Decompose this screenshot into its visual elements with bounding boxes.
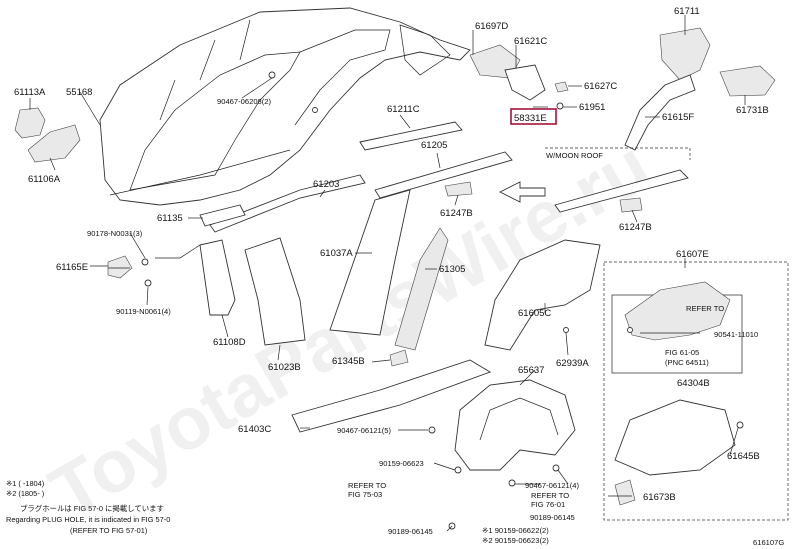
callout-61627c[interactable]: 61627C — [584, 81, 617, 92]
reinforcement-61106a — [27, 124, 81, 163]
direction-arrow — [498, 181, 546, 203]
clip-61627c — [554, 81, 569, 93]
callout-61023b[interactable]: 61023B — [268, 362, 301, 373]
part-61673b — [614, 479, 636, 506]
ref-fig75-line2[interactable]: FIG 75-03 — [348, 490, 382, 499]
ref-fig61-05-line3: (PNC 64511) — [665, 358, 709, 367]
part-61645b-panel — [614, 399, 736, 476]
callout-61247b-2[interactable]: 61247B — [619, 222, 652, 233]
note-line-4: Regarding PLUG HOLE, it is indicated in … — [6, 515, 170, 524]
label-moonroof: W/MOON ROOF — [546, 151, 603, 160]
ref-fig76-line1[interactable]: REFER TO — [531, 491, 569, 500]
callout-90178-n0031[interactable]: 90178-N0031(3) — [87, 229, 143, 238]
callout-61697d[interactable]: 61697D — [475, 21, 508, 32]
leader-lines — [29, 15, 746, 532]
callout-90159-06623[interactable]: 90159-06623 — [379, 459, 424, 468]
bolt-90119 — [144, 279, 152, 287]
inset-box-61607e — [603, 261, 789, 521]
pillar-61023b — [244, 237, 306, 346]
note-line-3: プラグホールは FIG 57-0 に掲載しています — [20, 504, 164, 513]
callout-61605c[interactable]: 61605C — [518, 308, 551, 319]
nut-90467-a — [428, 426, 436, 434]
callout-61106a[interactable]: 61106A — [28, 174, 61, 185]
moonroof-rail — [554, 169, 689, 213]
pillar-61108d — [199, 239, 236, 316]
bolt-90159-a — [454, 466, 462, 474]
callout-61403c[interactable]: 61403C — [238, 424, 271, 435]
pillar-61615f — [624, 74, 696, 151]
part-64304b — [624, 281, 731, 341]
bracket-61247b-2 — [619, 197, 643, 213]
callout-90119-n0061[interactable]: 90119-N0061(4) — [116, 307, 171, 316]
note-line-1: ※1 ( -1804) — [6, 479, 44, 488]
callout-61203[interactable]: 61203 — [313, 179, 339, 190]
bolt-90541 — [627, 327, 633, 333]
pillar-61305 — [394, 227, 449, 351]
callout-55168[interactable]: 55168 — [66, 87, 92, 98]
callout-58331e[interactable]: 58331E — [514, 113, 547, 124]
callout-62939a[interactable]: 62939A — [556, 358, 589, 369]
callout-61615f[interactable]: 61615F — [662, 112, 694, 123]
callout-90467-06121-4[interactable]: 90467-06121(4) — [525, 481, 580, 490]
clip-90189-b — [552, 464, 560, 472]
note-line-2: ※2 (1805- ) — [6, 489, 44, 498]
callout-61711[interactable]: 61711 — [674, 6, 700, 17]
roof-rail-61205 — [374, 151, 513, 199]
side-panel-drawing — [99, 7, 471, 206]
rocker-61403c — [291, 359, 492, 433]
callout-90159-06622[interactable]: ※1 90159-06622(2) — [482, 526, 549, 535]
callout-61135[interactable]: 61135 — [157, 213, 183, 224]
part-61731b — [719, 65, 776, 97]
bracket-61247b-1 — [444, 181, 473, 197]
callout-64304b[interactable]: 64304B — [677, 378, 710, 389]
callout-61645b[interactable]: 61645B — [727, 451, 760, 462]
ref-fig76-line2[interactable]: FIG 76-01 — [531, 500, 565, 509]
callout-65637[interactable]: 65637 — [518, 365, 544, 376]
bracket-61165e — [107, 255, 133, 279]
callout-61731b[interactable]: 61731B — [736, 105, 769, 116]
nut-90178 — [141, 258, 149, 266]
callout-61305[interactable]: 61305 — [439, 264, 465, 275]
wheelhouse-65637 — [454, 379, 576, 471]
roof-rail-61211c — [359, 121, 463, 151]
roof-side-61203 — [209, 174, 366, 233]
callout-61673b[interactable]: 61673B — [643, 492, 676, 503]
pillar-61037a — [329, 189, 411, 336]
callout-90541-11010[interactable]: 90541-11010 — [714, 330, 758, 339]
part-61135 — [199, 204, 246, 227]
figure-id: 616107G — [753, 538, 784, 547]
ref-fig75-line1[interactable]: REFER TO — [348, 481, 386, 490]
callout-61165e[interactable]: 61165E — [56, 262, 88, 273]
callout-61205[interactable]: 61205 — [421, 140, 447, 151]
callout-61037a[interactable]: 61037A — [320, 248, 353, 259]
callout-61247b-1[interactable]: 61247B — [440, 208, 473, 219]
note-line-5[interactable]: (REFER TO FIG 57-01) — [70, 526, 147, 535]
bracket-61113a — [14, 107, 46, 139]
highlight-box-58331e — [510, 108, 557, 125]
callout-90467-06208[interactable]: 90467-06208(2) — [217, 97, 272, 106]
ref-fig61-05-line2[interactable]: FIG 61-05 — [665, 348, 699, 357]
ref-fig61-05-line1[interactable]: REFER TO — [686, 304, 724, 313]
callout-61211c[interactable]: 61211C — [387, 104, 420, 115]
bolt-61951 — [556, 102, 564, 110]
callout-90189-06145-b[interactable]: 90189-06145 — [530, 513, 575, 522]
callout-90467-06121-5[interactable]: 90467-06121(5) — [337, 426, 392, 435]
part-61345b — [389, 349, 409, 367]
clip-62939a — [563, 327, 569, 333]
callout-90189-06145[interactable]: 90189-06145 — [388, 527, 433, 536]
callout-61951[interactable]: 61951 — [579, 102, 605, 113]
quarter-inner-61605c — [484, 239, 601, 351]
callout-61621c[interactable]: 61621C — [514, 36, 547, 47]
part-61621c — [504, 64, 546, 101]
callout-61607e[interactable]: 61607E — [676, 249, 709, 260]
callout-61345b[interactable]: 61345B — [332, 356, 365, 367]
part-61711 — [659, 27, 711, 81]
callout-90159-06623-2[interactable]: ※2 90159-06623(2) — [482, 536, 549, 545]
callout-61113a[interactable]: 61113A — [14, 87, 46, 98]
moonroof-bracket-line — [545, 147, 691, 160]
nut-90467-b — [508, 479, 516, 487]
callout-61108d[interactable]: 61108D — [213, 337, 246, 348]
clip-61645b — [736, 421, 744, 429]
